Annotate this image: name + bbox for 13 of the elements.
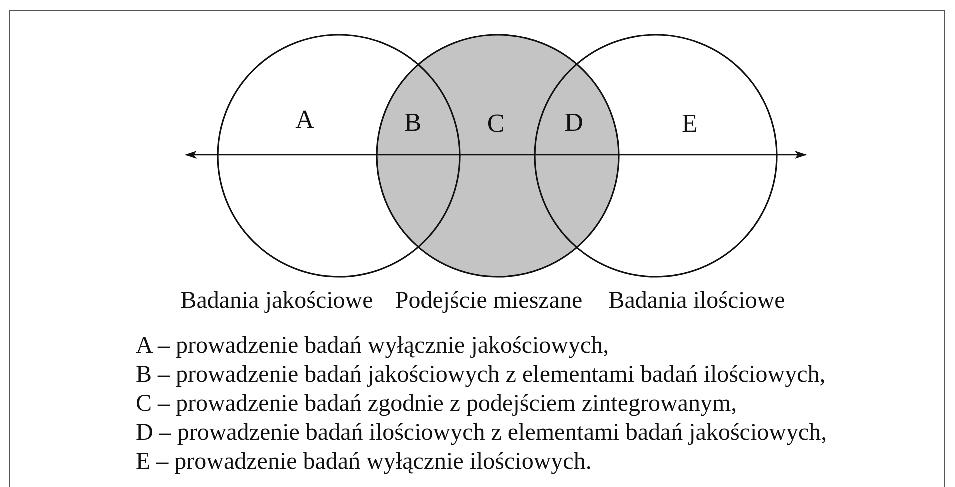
- region-letter: C: [487, 111, 505, 137]
- legend-note: B – prowadzenie badań jakościowych z elementami badań ilościowych,: [136, 361, 826, 389]
- circle-caption: Badania ilościowe: [608, 287, 786, 315]
- region-letter: A: [296, 107, 314, 133]
- legend-note: A – prowadzenie badań wyłącznie jakościowych,: [136, 332, 610, 360]
- circle-caption: Podejście mieszane: [395, 287, 583, 315]
- circle-caption: Badania jakościowe: [180, 287, 374, 315]
- region-letter: E: [682, 111, 698, 137]
- region-letter: D: [564, 110, 584, 136]
- region-letter: B: [404, 110, 422, 136]
- legend-note: E – prowadzenie badań wyłącznie ilościowych.: [136, 448, 592, 476]
- legend-note: D – prowadzenie badań ilościowych z elementami badań jakościowych,: [136, 419, 828, 447]
- legend-note: C – prowadzenie badań zgodnie z podejściem zintegrowanym,: [136, 390, 738, 418]
